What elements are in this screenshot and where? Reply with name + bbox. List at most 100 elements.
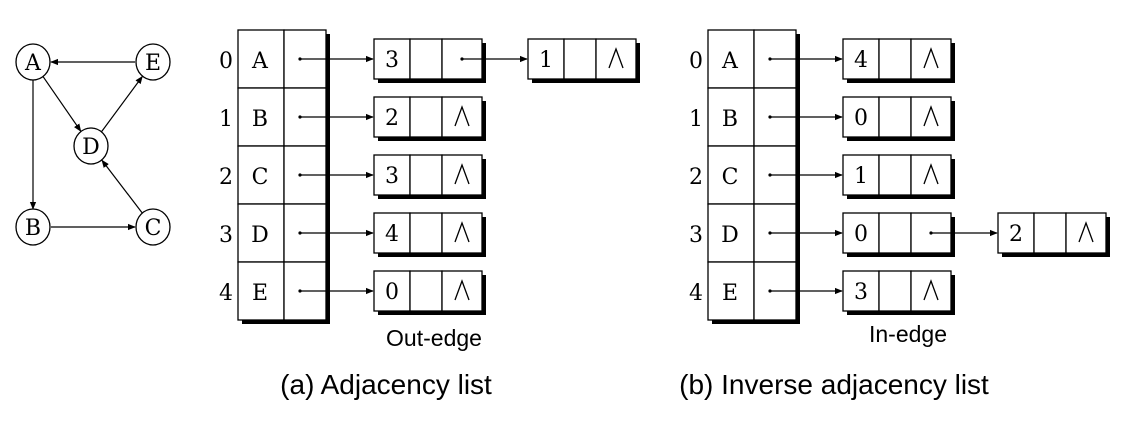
vertex-label: C [252, 165, 269, 190]
vertex-label: A [251, 49, 269, 74]
edge-node: 4 [373, 212, 486, 257]
vertex-label: D [251, 223, 269, 248]
edge-node: 1 [527, 38, 640, 83]
adjvex-cell [842, 154, 880, 196]
adjvex-cell [527, 38, 565, 80]
row-index: 1 [689, 107, 703, 132]
adjvex-cell [373, 270, 411, 312]
adjvex-value: 4 [385, 222, 399, 247]
directed-graph: A B C D E [15, 43, 171, 246]
adjvex-cell [997, 212, 1035, 254]
next-cell [441, 212, 483, 254]
vertex-cell [237, 261, 285, 321]
edge-node: 0 [842, 96, 955, 141]
node-circle [135, 43, 171, 81]
adjvex-cell [373, 96, 411, 138]
caption-adjacency-list: (a) Adjacency list [280, 369, 492, 400]
edge-node: 2 [997, 212, 1110, 257]
next-cell [1065, 212, 1107, 254]
info-cell [878, 154, 912, 196]
null-pointer-glyph [923, 163, 939, 185]
edge-d-e [101, 75, 143, 132]
next-cell [441, 270, 483, 312]
adjvex-value: 2 [385, 106, 399, 131]
next-cell [595, 38, 637, 80]
adjvex-value: 1 [854, 164, 868, 189]
row-index: 2 [689, 165, 703, 190]
info-cell [563, 38, 597, 80]
node-circle [135, 208, 171, 246]
null-pointer-glyph [454, 163, 470, 185]
vertex-label: D [721, 223, 739, 248]
vertex-label: E [722, 281, 738, 306]
null-pointer-glyph [454, 279, 470, 301]
null-pointer-glyph [608, 47, 624, 69]
info-cell [409, 212, 443, 254]
node-circle [15, 208, 51, 246]
next-cell [441, 96, 483, 138]
null-pointer-glyph [923, 105, 939, 127]
node-circle [15, 43, 51, 81]
vertex-cell [237, 203, 285, 263]
out-edge-label: Out-edge [386, 325, 482, 351]
adjvex-value: 0 [854, 106, 868, 131]
adjvex-value: 4 [854, 48, 868, 73]
node-label: E [145, 51, 161, 76]
adjvex-cell [842, 270, 880, 312]
graph-node-a: A [15, 43, 51, 81]
adjvex-value: 1 [539, 48, 553, 73]
info-cell [878, 270, 912, 312]
node-circle [73, 127, 109, 165]
next-cell [441, 154, 483, 196]
vertex-label: B [252, 107, 268, 132]
edge-a-d [42, 76, 82, 132]
edge-node: 3 [842, 270, 955, 315]
row-index: 3 [689, 223, 703, 248]
vertex-cell [237, 145, 285, 205]
caption-inverse-adjacency-list: (b) Inverse adjacency list [679, 369, 989, 400]
next-cell [910, 38, 952, 80]
info-cell [409, 270, 443, 312]
null-pointer-glyph [1078, 221, 1094, 243]
edge-c-d [101, 159, 143, 214]
adjvex-value: 2 [1009, 222, 1023, 247]
next-cell [910, 96, 952, 138]
next-cell [910, 154, 952, 196]
adjvex-value: 3 [854, 280, 868, 305]
graph-node-c: C [135, 208, 171, 246]
adjvex-value: 0 [854, 222, 868, 247]
adjvex-cell [373, 154, 411, 196]
vertex-label: A [721, 49, 739, 74]
null-pointer-glyph [923, 47, 939, 69]
info-cell [878, 212, 912, 254]
edge-node: 3 [373, 154, 486, 199]
row-index: 4 [689, 281, 703, 306]
graph-node-b: B [15, 208, 51, 246]
node-label: D [82, 135, 100, 160]
vertex-label: B [722, 107, 738, 132]
in-edge-label: In-edge [869, 321, 947, 347]
row-index: 3 [219, 223, 233, 248]
row-index: 0 [219, 49, 233, 74]
edge-node: 4 [842, 38, 955, 83]
row-index: 2 [219, 165, 233, 190]
node-label: B [25, 216, 41, 241]
edge-node: 0 [842, 212, 955, 257]
info-cell [1033, 212, 1067, 254]
vertex-cell [707, 203, 755, 263]
graph-node-d: D [73, 127, 109, 165]
edge-node: 3 [373, 38, 486, 83]
edge-node: 2 [373, 96, 486, 141]
graph-node-e: E [135, 43, 171, 81]
vertex-label: C [722, 165, 739, 190]
adjvex-value: 3 [385, 164, 399, 189]
